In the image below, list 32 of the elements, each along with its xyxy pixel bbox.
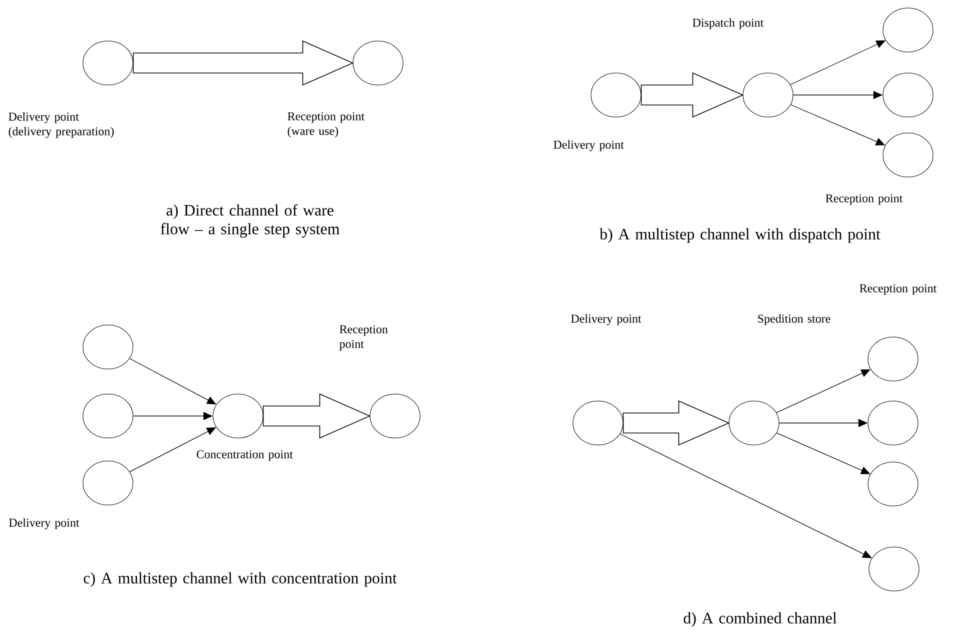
circle <box>882 72 934 118</box>
arrow <box>620 434 872 558</box>
caption: d) A combined channel <box>684 612 837 627</box>
circle <box>868 462 918 506</box>
circle <box>882 132 934 178</box>
point-label: Reception point <box>860 284 937 295</box>
arrow <box>132 40 354 86</box>
circle <box>728 400 780 446</box>
circle <box>868 400 918 446</box>
point-label: Delivery point (delivery preparation) <box>8 112 114 138</box>
circle <box>868 336 918 382</box>
arrow <box>640 72 744 118</box>
caption: c) A multistep channel with concentration point <box>84 572 397 587</box>
arrow <box>262 393 371 439</box>
circle <box>572 400 624 446</box>
point-label: Concentration point <box>196 450 293 461</box>
point-label: Reception point <box>826 194 903 205</box>
caption: b) A multistep channel with dispatch point <box>600 228 880 243</box>
caption: a) Direct channel of ware flow – a single step system <box>160 204 340 238</box>
circle <box>868 546 920 592</box>
point-label: Delivery point <box>554 140 624 152</box>
circle <box>82 324 134 370</box>
point-label: Reception point <box>339 325 388 350</box>
point-label: Spedition store <box>758 314 830 326</box>
circle <box>882 8 934 52</box>
point-label: Delivery point <box>571 314 642 326</box>
circle <box>82 460 134 506</box>
point-label: Dispatch point <box>692 18 764 30</box>
circle <box>82 394 134 438</box>
point-label: Reception point (ware use) <box>288 112 365 138</box>
point-label: Delivery point <box>9 518 80 530</box>
arrow <box>622 400 730 446</box>
